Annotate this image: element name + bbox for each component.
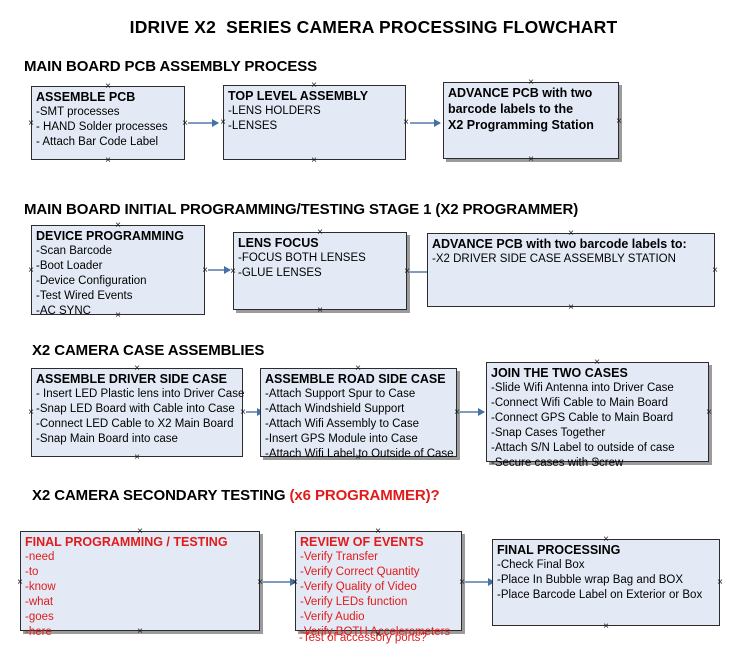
section-header-4-accent: (x6 PROGRAMMER)? bbox=[289, 487, 440, 504]
box-title: FINAL PROGRAMMING / TESTING bbox=[25, 535, 228, 549]
box-line: -Check Final Box bbox=[497, 559, 585, 571]
box-line: - Insert LED Plastic lens into Driver Ca… bbox=[36, 388, 245, 400]
box-title: FINAL PROCESSING bbox=[497, 543, 621, 557]
box-line: -Verify Correct Quantity bbox=[300, 566, 420, 578]
box-assemble-pcb[interactable]: ASSEMBLE PCB -SMT processes - HAND Solde… bbox=[31, 86, 185, 160]
box-title: LENS FOCUS bbox=[238, 236, 319, 250]
box-line: -Connect LED Cable to X2 Main Board bbox=[36, 418, 234, 430]
box-line: -Connect GPS Cable to Main Board bbox=[491, 412, 674, 424]
box-line: -Boot Loader bbox=[36, 260, 103, 272]
box-line: -Secure cases with Screw bbox=[491, 457, 624, 469]
box-advance-pcb-station[interactable]: ADVANCE PCB with two barcode labels to t… bbox=[443, 82, 619, 159]
box-line: -need bbox=[25, 551, 55, 563]
box-line: -Snap LED Board with Cable into Case bbox=[36, 403, 235, 415]
box-line: -Attach Support Spur to Case bbox=[265, 388, 416, 400]
box-line: -Attach S/N Label to outside of case bbox=[491, 442, 675, 454]
box-title: ASSEMBLE DRIVER SIDE CASE bbox=[36, 372, 228, 386]
section-header-3: X2 CAMERA CASE ASSEMBLIES bbox=[32, 342, 265, 359]
box-line: -goes bbox=[25, 611, 54, 623]
section-header-1: MAIN BOARD PCB ASSEMBLY PROCESS bbox=[24, 58, 318, 75]
box-assemble-road-side-case[interactable]: ASSEMBLE ROAD SIDE CASE -Attach Support … bbox=[260, 368, 457, 460]
box-title: JOIN THE TWO CASES bbox=[491, 366, 628, 380]
connector-arrow bbox=[410, 119, 441, 127]
connector-arrow bbox=[263, 578, 297, 586]
box-title: ADVANCE PCB with two bbox=[448, 86, 593, 100]
box-line: -LENSES bbox=[228, 120, 278, 132]
box-line: -Place Barcode Label on Exterior or Box bbox=[497, 589, 703, 601]
box-line: -SMT processes bbox=[36, 106, 120, 118]
box-line: -AC SYNC bbox=[36, 305, 91, 317]
box-line: -to bbox=[25, 566, 39, 578]
box-title: ADVANCE PCB with two barcode labels to: bbox=[432, 237, 687, 251]
box-line: -FOCUS BOTH LENSES bbox=[238, 252, 366, 264]
box-advance-pcb-assembly-station[interactable]: ADVANCE PCB with two barcode labels to: … bbox=[427, 233, 715, 307]
connector-arrow bbox=[208, 266, 231, 274]
box-title: REVIEW OF EVENTS bbox=[300, 535, 424, 549]
box-line: - HAND Solder processes bbox=[36, 121, 168, 133]
connector-arrow bbox=[460, 408, 485, 416]
box-line: -Attach Wifi Label to Outside of Case bbox=[265, 448, 454, 460]
box-line: -Verify Quality of Video bbox=[300, 581, 417, 593]
box-assemble-driver-side-case[interactable]: ASSEMBLE DRIVER SIDE CASE - Insert LED P… bbox=[31, 368, 245, 457]
box-line: -LENS HOLDERS bbox=[228, 105, 321, 117]
connector-arrow bbox=[188, 119, 219, 127]
box-line: -Snap Main Board into case bbox=[36, 433, 178, 445]
box-line: -Verify BOTH Accelerometers bbox=[300, 626, 451, 638]
box-line: -Verify Audio bbox=[300, 611, 365, 623]
box-title: TOP LEVEL ASSEMBLY bbox=[228, 89, 369, 103]
section-header-4-text: X2 CAMERA SECONDARY TESTING bbox=[32, 487, 290, 504]
box-title-line3: X2 Programming Station bbox=[448, 118, 594, 132]
box-line: -Connect Wifi Cable to Main Board bbox=[491, 397, 669, 409]
box-line: -Test Wired Events bbox=[36, 290, 133, 302]
box-line: -Slide Wifi Antenna into Driver Case bbox=[491, 382, 674, 394]
box-line: -GLUE LENSES bbox=[238, 267, 322, 279]
connector-arrow bbox=[465, 578, 495, 586]
box-title: ASSEMBLE PCB bbox=[36, 90, 136, 104]
box-line: -Snap Cases Together bbox=[491, 427, 606, 439]
box-line: -X2 DRIVER SIDE CASE ASSEMBLY STATION bbox=[432, 253, 676, 265]
box-join-the-two-cases[interactable]: JOIN THE TWO CASES -Slide Wifi Antenna i… bbox=[486, 362, 709, 469]
section-header-4: X2 CAMERA SECONDARY TESTING (x6 PROGRAMM… bbox=[32, 487, 440, 504]
box-title: DEVICE PROGRAMMING bbox=[36, 229, 184, 243]
box-line: -Insert GPS Module into Case bbox=[265, 433, 418, 445]
box-line: - Attach Bar Code Label bbox=[36, 136, 159, 148]
section-header-2: MAIN BOARD INITIAL PROGRAMMING/TESTING S… bbox=[24, 201, 579, 218]
box-line: -Place In Bubble wrap Bag and BOX bbox=[497, 574, 684, 586]
box-overflow-line: -Test of accessory ports? bbox=[299, 632, 427, 644]
box-title: ASSEMBLE ROAD SIDE CASE bbox=[265, 372, 446, 386]
box-line: -Verify Transfer bbox=[300, 551, 378, 563]
box-line: -Scan Barcode bbox=[36, 245, 113, 257]
box-top-level-assembly[interactable]: TOP LEVEL ASSEMBLY -LENS HOLDERS -LENSES bbox=[223, 85, 406, 160]
box-review-of-events[interactable]: REVIEW OF EVENTS -Verify Transfer -Verif… bbox=[295, 531, 462, 638]
page-title: IDRIVE X2 SERIES CAMERA PROCESSING FLOWC… bbox=[129, 17, 618, 37]
box-lens-focus[interactable]: LENS FOCUS -FOCUS BOTH LENSES -GLUE LENS… bbox=[233, 232, 407, 310]
box-device-programming[interactable]: DEVICE PROGRAMMING -Scan Barcode -Boot L… bbox=[31, 225, 205, 317]
box-line: -know bbox=[25, 581, 56, 593]
box-final-processing[interactable]: FINAL PROCESSING -Check Final Box -Place… bbox=[492, 539, 720, 626]
box-line: -Verify LEDs function bbox=[300, 596, 408, 608]
box-line: -Attach Wifi Assembly to Case bbox=[265, 418, 420, 430]
box-line: -here bbox=[25, 626, 52, 638]
box-line: -Attach Windshield Support bbox=[265, 403, 405, 415]
box-title-line2: barcode labels to the bbox=[448, 102, 574, 116]
box-line: -Device Configuration bbox=[36, 275, 147, 287]
box-line: -what bbox=[25, 596, 54, 608]
box-final-programming-testing[interactable]: FINAL PROGRAMMING / TESTING -need -to -k… bbox=[20, 531, 260, 638]
